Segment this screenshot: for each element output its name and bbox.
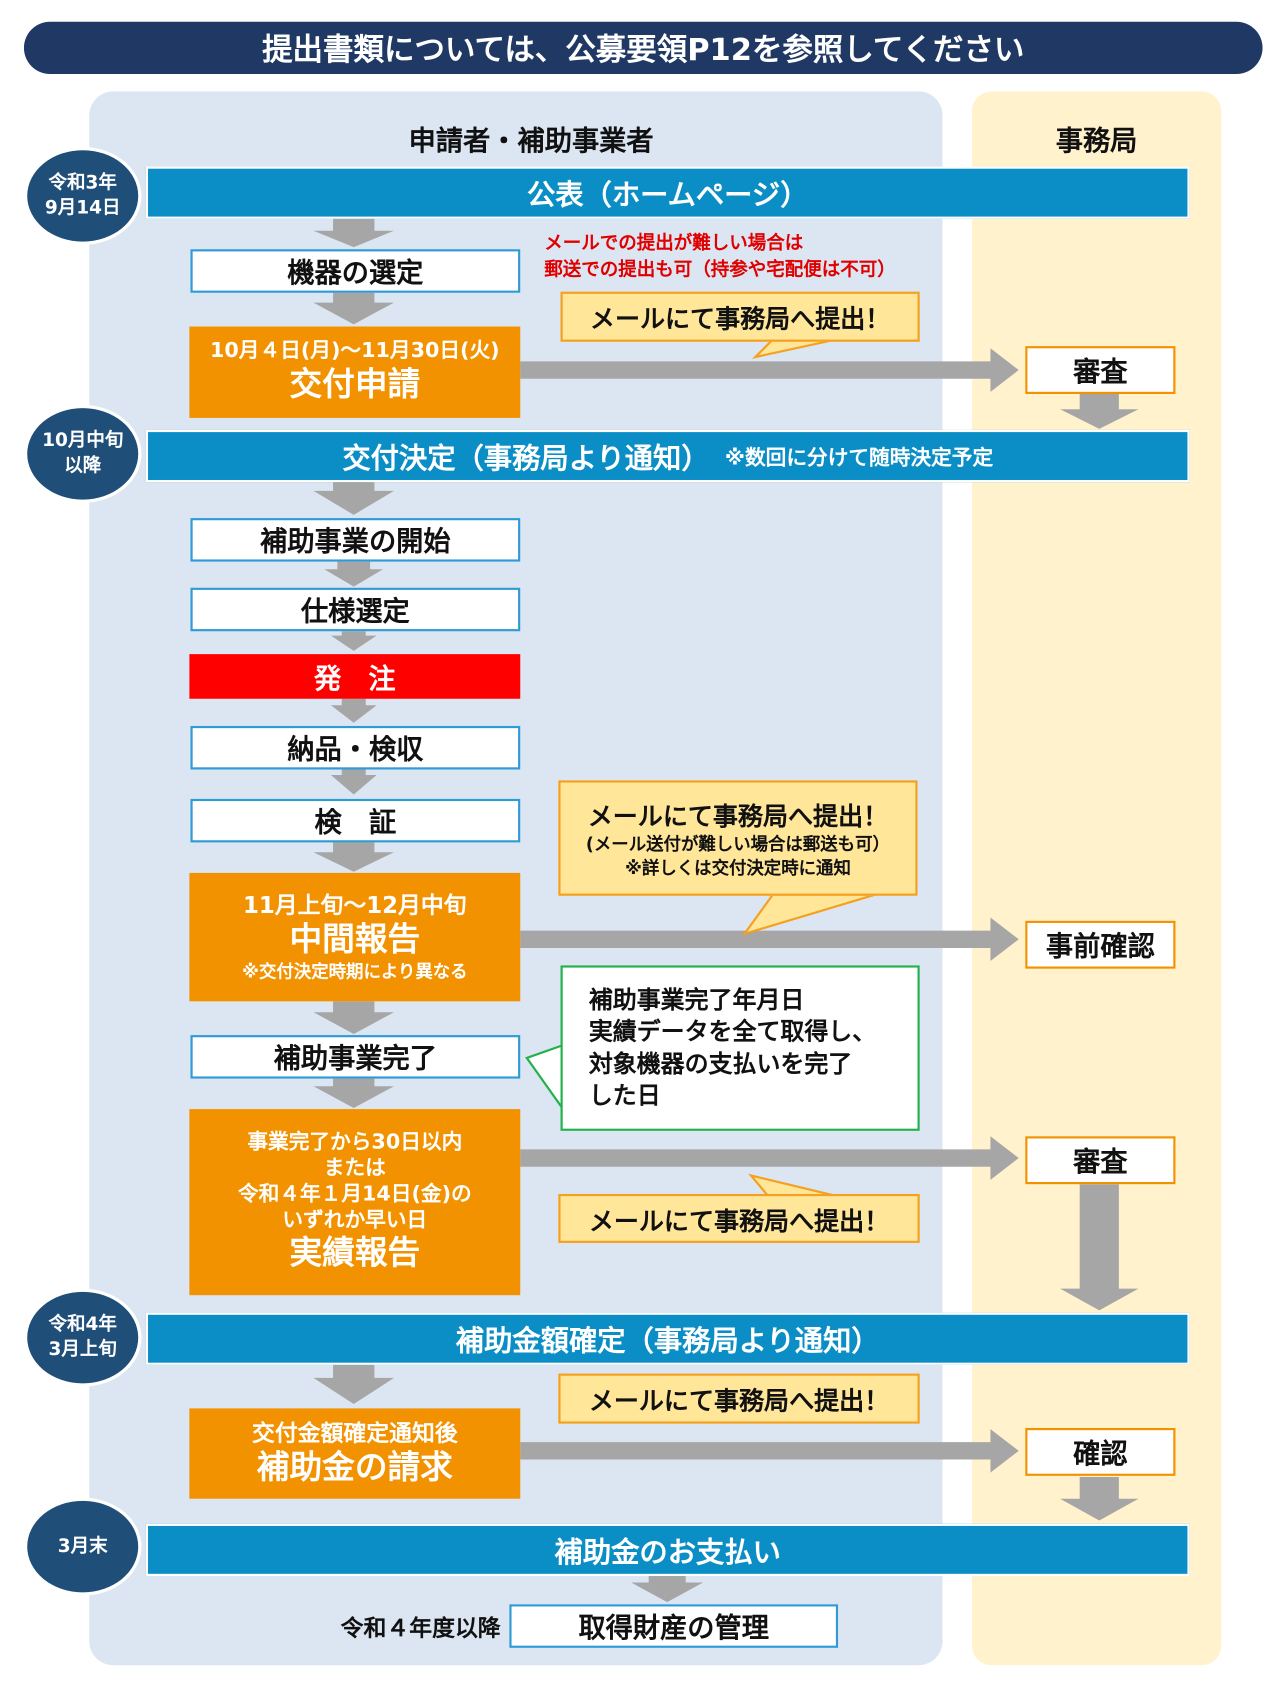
callout-text: メールにて事務局へ提出！ [587,803,889,832]
secretariat-precheck: 事前確認 [1025,920,1176,969]
step-interim-report: 11月上旬～12月中旬中間報告※交付決定時期により異なる [189,872,521,1002]
mail-note-line: 郵送での提出も可（持参や宅配便は不可） [544,258,896,281]
decision-note: ※数回に分けて随時決定予定 [724,445,994,470]
step-asset-management: 取得財産の管理 [509,1604,839,1648]
claim-label: 補助金の請求 [256,1448,453,1487]
timeline-label: 3月上旬 [48,1338,117,1361]
result-deadline: 令和４年１月14日(金)の [237,1181,472,1206]
page-title: 提出書類については、公募要領P12を参照してください [23,21,1263,75]
definition-line: した日 [588,1082,661,1110]
applicant-lane-header: 申請者・補助事業者 [408,125,654,157]
step-start: 補助事業の開始 [190,518,521,562]
timeline-label: 令和3年 [48,172,117,194]
decision-bar: 交付決定（事務局より通知） ※数回に分けて随時決定予定 [145,429,1190,483]
timeline-marker: 3月末 [23,1497,142,1596]
callout-text: メールにて事務局へ提出！ [588,1387,890,1417]
step-claim: 交付金額確定通知後補助金の請求 [189,1408,521,1499]
decision-label: 交付決定（事務局より通知） [342,442,710,476]
submit-callout: メールにて事務局へ提出！(メール送付が難しい場合は郵送も可）※詳しくは交付決定時… [558,780,918,896]
timeline-label: 令和4年 [48,1313,117,1336]
definition-line: 補助事業完了年月日 [588,987,805,1015]
definition-line: 実績データを全て取得し、 [588,1019,877,1047]
result-deadline: いずれか早い日 [282,1207,428,1232]
callout-text: メールにて事務局へ提出！ [589,305,891,335]
step-application: 10月４日(月)～11月30日(火)交付申請 [189,326,521,418]
result-deadline: 事業完了から30日以内 [247,1130,463,1154]
secretariat-review: 審査 [1025,1136,1176,1185]
payment-bar: 補助金のお支払い [145,1523,1190,1577]
submit-callout: メールにて事務局へ提出！ [558,1373,920,1424]
step-verify: 検 証 [190,798,521,843]
step-select-equipment: 機器の選定 [190,249,521,293]
amount-bar: 補助金額確定（事務局より通知） [145,1312,1190,1365]
callout-text: メールにて事務局へ提出！ [588,1207,890,1236]
callout-subtext: ※詳しくは交付決定時に通知 [624,857,851,879]
result-label: 実績報告 [289,1234,421,1273]
callout-subtext: (メール送付が難しい場合は郵送も可） [585,834,890,855]
application-period: 10月４日(月)～11月30日(火) [210,338,500,363]
timeline-label: 以降 [64,454,102,477]
timeline-label: 10月中旬 [42,429,124,452]
claim-note: 交付金額確定通知後 [251,1419,458,1447]
result-deadline: または [323,1155,386,1180]
submit-callout: メールにて事務局へ提出！ [558,1193,920,1243]
step-result-report: 事業完了から30日以内または令和４年１月14日(金)のいずれか早い日実績報告 [189,1109,521,1296]
step-order: 発 注 [189,654,521,699]
timeline-marker: 10月中旬以降 [23,404,142,503]
publish-bar: 公表（ホームページ） [145,166,1190,219]
timeline-label: 3月末 [57,1535,108,1557]
interim-period: 11月上旬～12月中旬 [243,892,467,919]
step-delivery: 納品・検収 [190,725,521,770]
step-spec: 仕様選定 [190,587,521,632]
interim-label: 中間報告 [289,921,421,960]
application-label: 交付申請 [289,365,421,404]
secretariat-review: 審査 [1025,346,1176,395]
completion-definition-callout: 補助事業完了年月日実績データを全て取得し、対象機器の支払いを完了した日 [560,965,920,1131]
timeline-label: 9月14日 [44,197,121,219]
mail-note-line: メールでの提出が難しい場合は [544,232,804,255]
secretariat-confirm: 確認 [1025,1427,1176,1476]
timeline-marker: 令和3年 9月14日 [23,146,142,245]
after-label: 令和４年度以降 [340,1615,501,1642]
interim-note: ※交付決定時期により異なる [242,960,468,982]
secretariat-lane-header: 事務局 [1055,125,1138,157]
definition-line: 対象機器の支払いを完了 [588,1050,853,1079]
submit-callout: メールにて事務局へ提出！ [560,291,920,342]
step-complete: 補助事業完了 [190,1035,521,1079]
mail-note: メールでの提出が難しい場合は郵送での提出も可（持参や宅配便は不可） [544,232,896,284]
